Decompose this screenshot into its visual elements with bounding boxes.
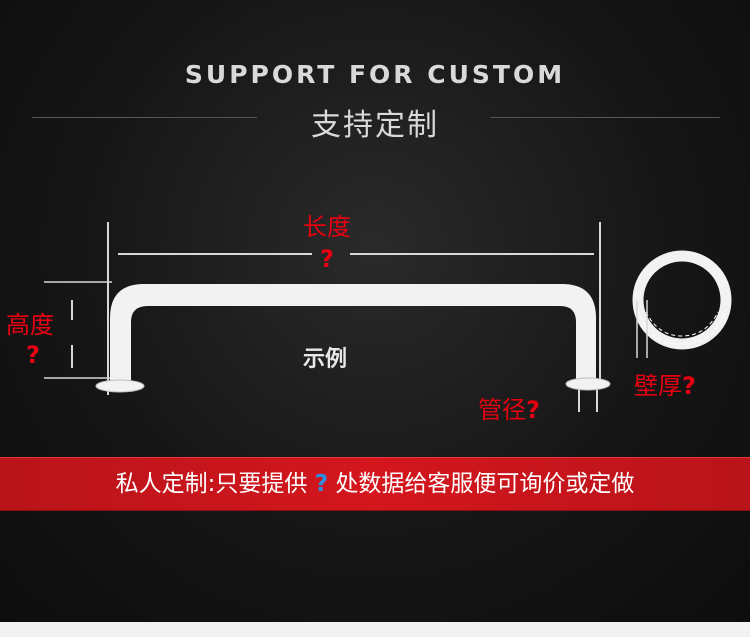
tube-cross-section: [632, 250, 732, 350]
height-question-icon: ?: [26, 341, 40, 369]
banner-text-after: 处数据给客服便可询价或定做: [335, 471, 635, 497]
custom-info-panel: SUPPORT FOR CUSTOM 支持定制 长度 ? 高度 ? 示例 管径?: [0, 0, 750, 622]
header-divider-right: [490, 117, 720, 118]
length-question-icon: ?: [320, 245, 334, 273]
wall-dash-outer: [637, 309, 727, 345]
right-flange: [565, 377, 611, 391]
custom-order-banner: 私人定制:只要提供 ? 处数据给客服便可询价或定做: [0, 457, 750, 511]
wall-dash-inner: [645, 311, 719, 337]
length-label: 长度: [303, 213, 351, 241]
grab-bar-diagram: [44, 222, 732, 412]
header-divider-left: [32, 117, 257, 118]
banner-text-before: 私人定制:只要提供: [115, 471, 308, 497]
example-label: 示例: [303, 347, 348, 372]
wall-thickness-text: 壁厚: [634, 372, 682, 400]
wall-thickness-question-icon: ?: [682, 372, 696, 400]
height-label: 高度: [6, 311, 54, 339]
pipe-diameter-label: 管径?: [478, 390, 540, 425]
header-title-en: SUPPORT FOR CUSTOM: [184, 60, 566, 89]
wall-thickness-label: 壁厚?: [634, 366, 696, 401]
grab-bar-shape: [110, 284, 596, 385]
pipe-diameter-text: 管径: [478, 396, 526, 424]
header-title-cn: 支持定制: [311, 108, 439, 143]
banner-question-icon: ?: [314, 471, 329, 497]
pipe-diameter-question-icon: ?: [526, 396, 540, 424]
left-flange: [95, 379, 145, 393]
